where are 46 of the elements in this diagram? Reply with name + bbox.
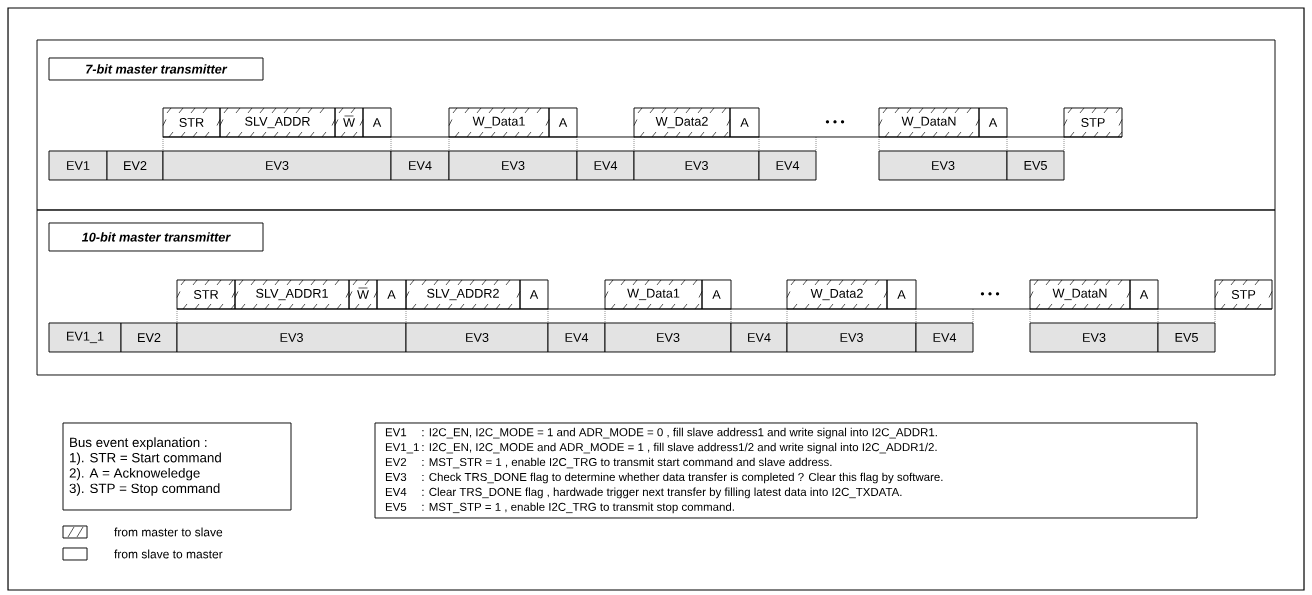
note-box: EV1 : I2C_EN, I2C_MODE = 1 and ADR_MODE = 0 , fill slave address1 and write signal into I2C_ADDR1. EV1_1 : I2C_EN, I2C_MODE and ADR_MODE = 1 , fill slave address1/2 and write signal into I2C_ADDR1/2. EV2 : MST_STR = 1 , enable I2C_TRG to transmit start command and slave address. EV3 : Check TRS_DONE flag to determine whether data transfer is completed ? Clear this flag by software. EV4 : Clear TRS_DONE flag , hardwade trigger next transfer by filling latest data into I2C_TXDATA. EV5 : MST_STP = 1 , enable I2C_TRG to transmit stop command. (374, 422, 1198, 519)
hatched-frame: W_Data2 (786, 279, 888, 310)
plain-frame: A (886, 279, 917, 310)
legend-text: from slave to master (114, 549, 223, 559)
title-box: 7-bit master transmitter (48, 57, 264, 81)
event-box: EV4 (547, 322, 606, 353)
hatched-frame: STP (1063, 107, 1123, 138)
plain-frame: A (701, 279, 732, 310)
event-box: EV5 (1006, 150, 1065, 181)
hatched-frame: STP (1214, 279, 1273, 310)
event-box: EV4 (915, 322, 974, 353)
plain-frame: A (519, 279, 549, 310)
hatched-frame: STR (162, 107, 221, 138)
panel-frame (36, 209, 1276, 376)
hatched-frame: W_Data1 (448, 107, 550, 138)
plain-frame: A (362, 107, 392, 138)
plain-frame: A (376, 279, 407, 310)
event-box: EV1_1 (48, 322, 122, 353)
plain-frame: A (548, 107, 578, 138)
event-box: EV2 (106, 150, 164, 181)
panel-frame (36, 39, 1276, 211)
hatched-frame: SLV_ADDR (219, 107, 336, 138)
hatched-frame: W (334, 107, 364, 138)
hatched-frame: W_DataN (878, 107, 980, 138)
event-box: EV4 (576, 150, 635, 181)
event-box: EV4 (390, 150, 450, 181)
event-box: EV5 (1157, 322, 1216, 353)
hatched-frame: W_DataN (1029, 279, 1131, 310)
event-box: EV4 (758, 150, 817, 181)
hatched-frame: W_Data1 (604, 279, 703, 310)
hatched-frame: SLV_ADDR1 (234, 279, 350, 310)
legend-text: from master to slave (114, 527, 223, 537)
hatched-frame: W (348, 279, 378, 310)
hatched-frame: W_Data2 (633, 107, 731, 138)
note-box: Bus event explanation : 1). STR = Start command 2). A = Acknoweledge 3). STP = Stop command (62, 422, 292, 511)
ellipsis: • • • (825, 120, 845, 124)
event-box: EV4 (730, 322, 788, 353)
title-box: 10-bit master transmitter (48, 222, 264, 252)
event-box: EV1 (48, 150, 108, 181)
plain-frame: A (1129, 279, 1159, 310)
ellipsis: • • • (980, 292, 1000, 296)
hatched-frame: STR (176, 279, 236, 310)
plain-frame: A (729, 107, 760, 138)
plain-frame: A (978, 107, 1008, 138)
hatched-frame: SLV_ADDR2 (405, 279, 521, 310)
event-box: EV2 (120, 322, 178, 353)
